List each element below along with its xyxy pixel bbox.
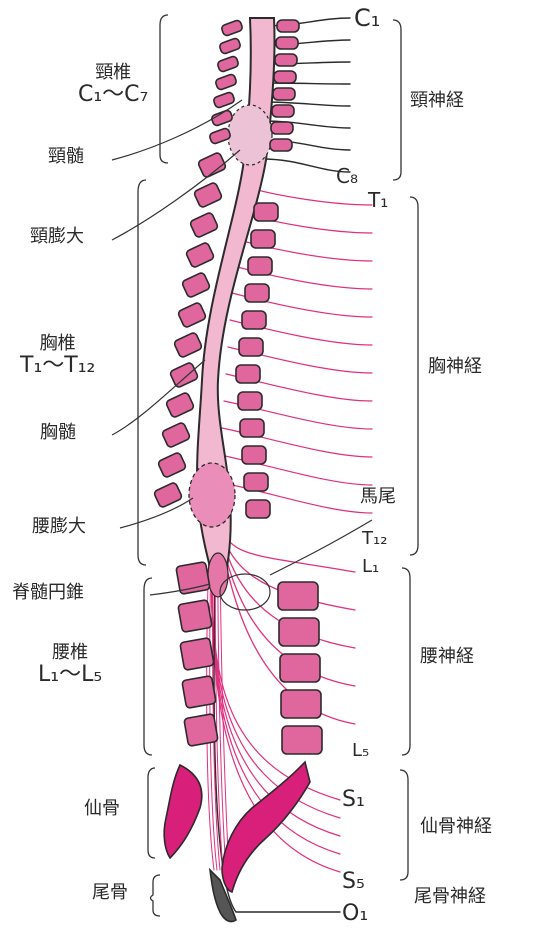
pelvic-bones [164, 762, 310, 922]
vertebral-body [178, 600, 212, 633]
vertebral-body [209, 127, 232, 144]
marker-l5: L₅ [352, 742, 369, 761]
sacrum-right-shape [222, 762, 310, 892]
spinous-process [236, 365, 260, 383]
vertebral-body [189, 212, 218, 238]
spinous-process [282, 726, 322, 754]
spinous-process [244, 473, 268, 491]
spinous-process [242, 311, 266, 329]
bracket-coccyx [151, 875, 161, 916]
label-cervical-vertebrae-title: 頸椎 [78, 64, 148, 83]
cervical-enlargement-shape [228, 105, 272, 165]
vertebral-body [181, 272, 210, 298]
vertebral-body [177, 302, 206, 328]
spinous-process [246, 500, 270, 518]
marker-s1: S₁ [342, 788, 365, 811]
bracket-lumbar-vertebrae [144, 578, 152, 755]
vertebral-body [169, 362, 198, 388]
spinous-process [281, 690, 321, 718]
marker-c8: C₈ [336, 166, 358, 187]
spinous-process [278, 582, 318, 610]
vertebral-body [219, 37, 242, 54]
vertebral-body [176, 562, 210, 595]
sacrum-left-shape [164, 765, 202, 858]
spinous-process [251, 230, 275, 248]
label-thoracic-vertebrae-range: T₁〜T₁₂ [20, 354, 95, 377]
vertebral-body [180, 638, 214, 671]
label-coccygeal-nerve: 尾骨神経 [414, 888, 486, 907]
vertebral-body [165, 392, 194, 418]
conus-medullaris-shape [208, 553, 228, 597]
label-lumbar-vertebrae-range: L₁〜L₅ [38, 663, 102, 686]
label-conus-medullaris: 脊髄円錐 [12, 584, 84, 603]
label-cervical-enlargement: 頸膨大 [30, 228, 84, 247]
spinous-process [271, 122, 293, 134]
spinous-process [276, 37, 298, 49]
vertebral-body [184, 714, 218, 747]
marker-s5: S₅ [342, 870, 365, 893]
bracket-sacral-nerves [400, 770, 408, 880]
thoracic-nerve [218, 482, 372, 513]
label-thoracic-vertebrae: 胸椎 T₁〜T₁₂ [20, 335, 95, 377]
leader-lumbar-enlargement [120, 498, 193, 528]
vertebral-body [185, 242, 214, 268]
label-thoracic-vertebrae-title: 胸椎 [20, 335, 95, 354]
vertebral-body [173, 332, 202, 358]
label-lumbar-nerves: 腰神経 [420, 648, 474, 667]
spinous-process [275, 54, 297, 66]
marker-t1: T₁ [368, 190, 388, 211]
bracket-lumbar-nerves [402, 568, 410, 755]
spinous-process [239, 338, 263, 356]
marker-t12: T₁₂ [362, 530, 387, 549]
label-sacral-nerves: 仙骨神経 [420, 818, 492, 837]
bracket-sacrum [148, 768, 155, 858]
vertebral-body [213, 91, 236, 108]
label-cauda-equina: 馬尾 [360, 488, 396, 507]
label-cervical-vertebrae-range: C₁〜C₇ [78, 83, 148, 106]
spinous-process [240, 419, 264, 437]
spinous-process [279, 618, 319, 646]
label-lumbar-vertebrae: 腰椎 L₁〜L₅ [38, 644, 102, 686]
label-thoracic-cord: 胸髄 [40, 424, 76, 443]
vertebral-body [182, 676, 216, 709]
label-lumbar-vertebrae-title: 腰椎 [38, 644, 102, 663]
label-cervical-vertebrae: 頸椎 C₁〜C₇ [78, 64, 148, 106]
vertebral-body [153, 482, 182, 508]
marker-l1: L₁ [362, 558, 379, 577]
spinous-process [277, 20, 299, 32]
spinous-process [248, 257, 272, 275]
vertebral-body [157, 452, 186, 478]
spinous-process [274, 71, 296, 83]
spinous-process [273, 88, 295, 100]
vertebral-body [217, 55, 240, 72]
lumbar-enlargement-shape [189, 463, 235, 527]
lumbar-nerve [215, 505, 355, 572]
spinous-process [272, 105, 294, 117]
vertebral-body [221, 19, 244, 36]
label-lumbar-enlargement: 腰膨大 [32, 518, 86, 537]
vertebral-body [161, 422, 190, 448]
bracket-thoracic-nerves [410, 197, 418, 555]
label-coccyx: 尾骨 [92, 884, 128, 903]
label-cervical-cord: 頸髄 [48, 148, 84, 167]
marker-c1: C₁ [354, 6, 380, 31]
spinous-process [280, 654, 320, 682]
spinous-process [245, 284, 269, 302]
label-thoracic-nerves: 胸神経 [428, 358, 482, 377]
bracket-thoracic-vertebrae [138, 180, 146, 565]
vertebral-body [193, 182, 222, 208]
marker-o1: O₁ [342, 902, 368, 925]
spinous-process [270, 139, 292, 151]
cauda-equina-circle [220, 574, 270, 610]
label-sacrum: 仙骨 [84, 800, 120, 819]
label-cervical-nerves: 頸神経 [410, 92, 464, 111]
spinous-process [238, 392, 262, 410]
vertebral-body [215, 73, 238, 90]
spinous-process [242, 446, 266, 464]
cervical-nerve [262, 83, 350, 84]
spinous-process [254, 203, 278, 221]
bracket-cervical-nerves [393, 20, 401, 180]
